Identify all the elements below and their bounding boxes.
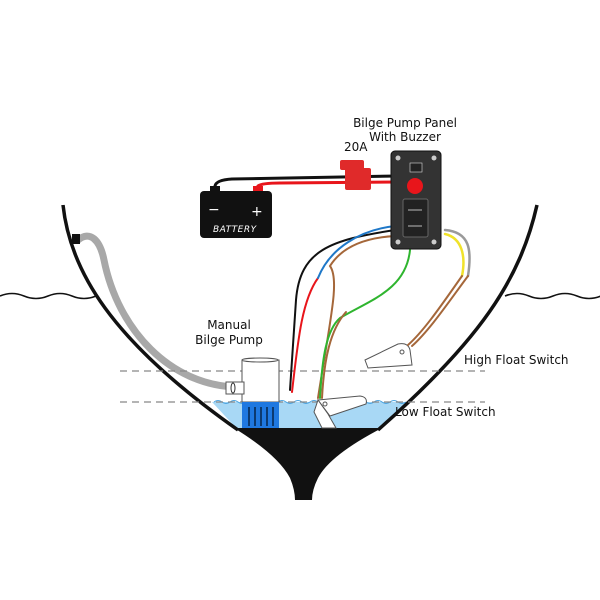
manual-pump-label-line2: Bilge Pump (195, 333, 263, 347)
battery-label: BATTERY (213, 225, 258, 235)
wiring (213, 174, 471, 399)
bilge-pump (225, 357, 280, 428)
buzzer (407, 178, 423, 194)
battery-pos-label: + (251, 204, 263, 220)
wire-gray (443, 228, 471, 278)
sea-surface-right (504, 292, 600, 300)
discharge-hose (74, 232, 240, 391)
wire-brown-a (317, 235, 396, 399)
hull-outline (61, 204, 539, 432)
keel (234, 428, 382, 500)
bilge-water (212, 402, 408, 430)
wire-pump-black (289, 229, 396, 391)
battery-neg-label: − (208, 202, 220, 218)
fuse-label: 20A (344, 140, 368, 154)
wire-yellow (443, 232, 465, 278)
high-float-label: High Float Switch (464, 353, 569, 367)
wire-battery-pos (256, 180, 400, 192)
low-float-switch (313, 395, 367, 429)
battery: − + BATTERY (200, 186, 272, 238)
wire-brown-b (321, 311, 347, 399)
wire-high-float-a (411, 275, 469, 347)
sea-surface-left (0, 292, 97, 300)
wire-blue (317, 225, 396, 279)
wire-battery-neg (213, 174, 400, 192)
rocker-switch (402, 198, 429, 238)
wire-green (319, 249, 411, 399)
low-float-label: Low Float Switch (395, 405, 496, 419)
manual-pump-label-line1: Manual (207, 318, 251, 332)
inline-fuse (340, 160, 371, 190)
panel-label-line1: Bilge Pump Panel (353, 116, 457, 130)
wire-high-float-b (407, 275, 463, 346)
wire-pump-red (291, 277, 319, 393)
high-float-switch (364, 343, 413, 369)
hose-fitting (72, 234, 80, 244)
bilge-pump-panel (390, 150, 442, 250)
panel-label-line2: With Buzzer (369, 130, 441, 144)
